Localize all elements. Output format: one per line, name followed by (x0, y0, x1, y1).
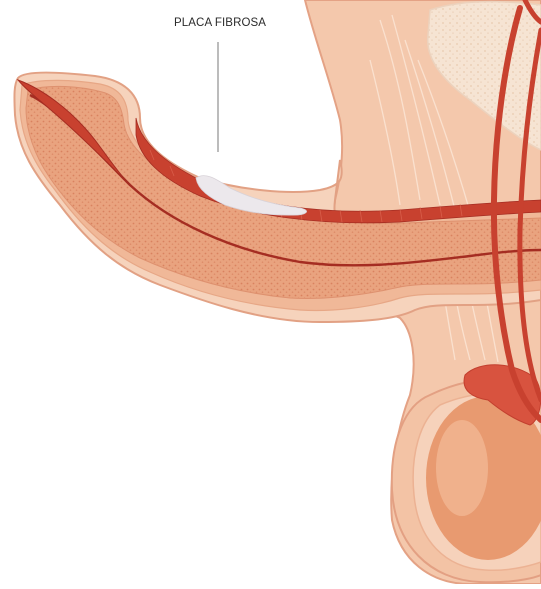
testis-highlight (436, 420, 488, 516)
plaque-label: PLACA FIBROSA (174, 17, 266, 29)
